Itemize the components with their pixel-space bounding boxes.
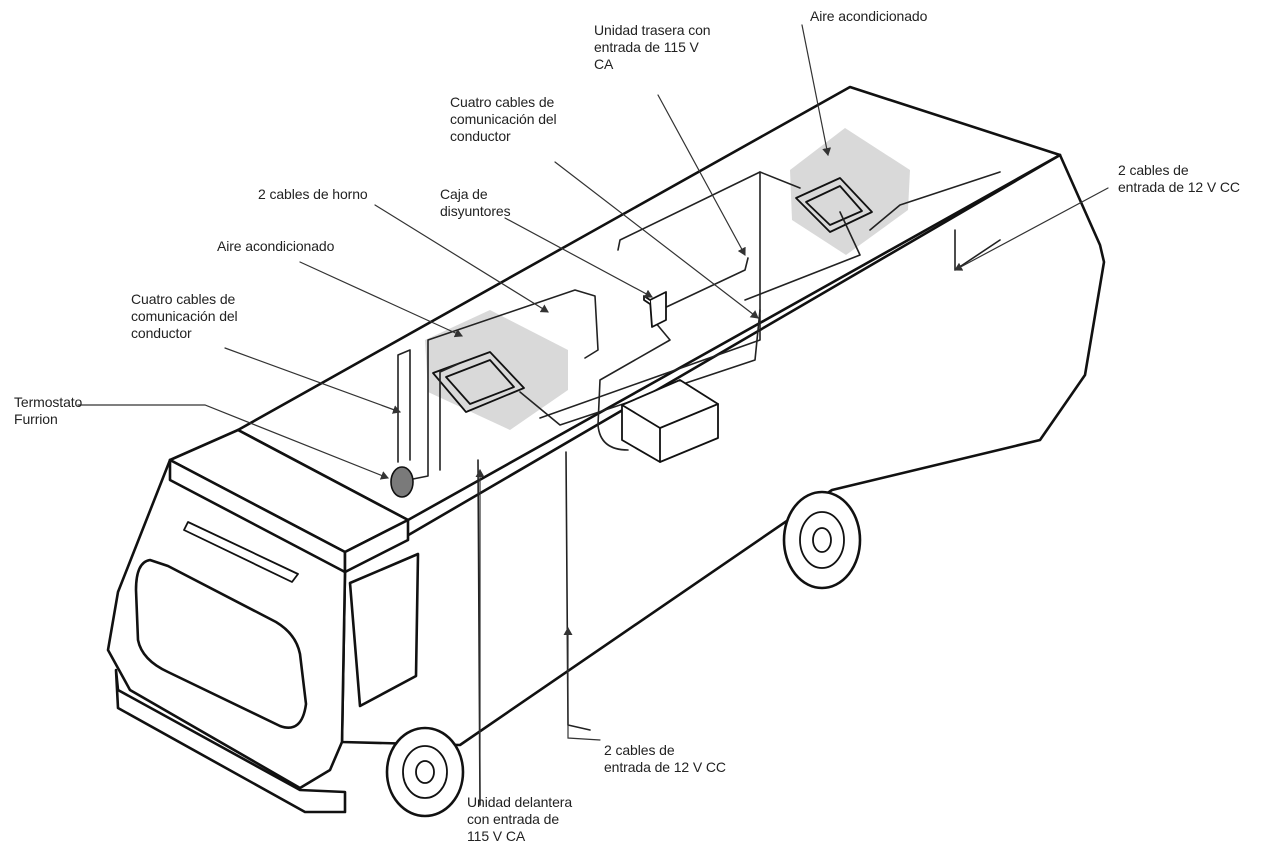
- rv-bumper: [114, 668, 347, 814]
- rv-cab-roof-side: [343, 518, 410, 574]
- label-oven-cables: 2 cables de horno: [258, 186, 368, 202]
- label-dc-cables-bottom: 2 cables de entrada de 12 V CC: [604, 742, 726, 775]
- rear-wheel: [782, 490, 862, 590]
- converter-box: [621, 379, 719, 463]
- label-comm-cables-rear: Cuatro cables de comunicación del conduc…: [450, 94, 557, 144]
- label-thermostat: Termostato Furrion: [14, 394, 83, 427]
- leader-lines: [77, 24, 1109, 806]
- ac-unit-rear: [790, 128, 910, 255]
- label-front-unit: Unidad delantera con entrada de 115 V CA: [467, 794, 573, 844]
- rv-windshield: [134, 558, 308, 729]
- label-rear-unit: Unidad trasera con entrada de 115 V CA: [594, 22, 711, 72]
- breaker-box: [643, 291, 667, 328]
- label-ac-front: Aire acondicionado: [217, 238, 335, 254]
- thermostat-icon: [390, 466, 414, 498]
- label-breaker-box: Caja de disyuntores: [440, 186, 511, 219]
- label-dc-cables-right: 2 cables de entrada de 12 V CC: [1118, 162, 1240, 195]
- rv-side-window: [348, 552, 420, 708]
- ac-unit-front: [425, 310, 568, 430]
- front-wheel: [385, 726, 465, 818]
- rv-vent-slot: [183, 521, 299, 583]
- label-ac-rear: Aire acondicionado: [810, 8, 928, 24]
- label-comm-cables-front: Cuatro cables de comunicación del conduc…: [131, 291, 238, 341]
